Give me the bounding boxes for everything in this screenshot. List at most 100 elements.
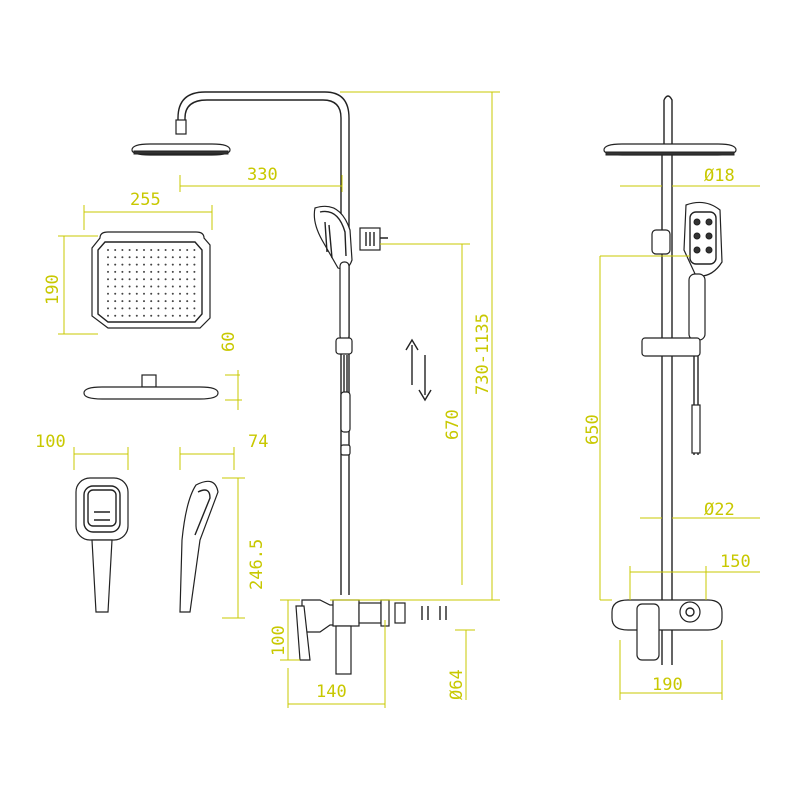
nozzle-dot: [143, 270, 145, 273]
nozzle-dot: [179, 249, 181, 251]
nozzle-dot: [179, 263, 181, 266]
nozzle-dot: [150, 314, 153, 317]
nozzle-dot: [164, 249, 167, 251]
nozzle-dot: [150, 300, 153, 303]
up-down-arrow-icon: [405, 338, 432, 402]
dim-total-height: 730-1135: [330, 91, 500, 601]
nozzle-dot: [179, 256, 181, 259]
nozzle-dot: [135, 307, 138, 310]
nozzle-dot: [135, 263, 138, 266]
nozzle-dot: [143, 263, 145, 266]
nozzle-dot: [143, 256, 145, 259]
svg-text:150: 150: [720, 552, 751, 572]
nozzle-dot: [107, 285, 109, 288]
nozzle-dot: [143, 292, 145, 295]
nozzle-dot: [107, 300, 109, 303]
nozzle-dot: [114, 278, 117, 281]
nozzle-dot: [186, 307, 189, 310]
nozzle-dot: [164, 314, 167, 317]
nozzle-dot: [179, 270, 181, 273]
nozzle-dot: [179, 292, 181, 295]
nozzle-dot: [164, 278, 167, 281]
nozzle-dot: [157, 256, 160, 259]
svg-text:60: 60: [219, 332, 239, 352]
nozzle-dot: [157, 263, 160, 266]
nozzle-dot: [135, 300, 138, 303]
nozzle-grid: [107, 249, 196, 317]
nozzle-dot: [164, 256, 167, 259]
dim-slider-travel: 670: [380, 243, 470, 585]
nozzle-dot: [121, 263, 124, 266]
nozzle-dot: [143, 285, 145, 288]
nozzle-dot: [107, 270, 109, 273]
nozzle-dot: [121, 285, 124, 288]
overhead-arm: [177, 91, 350, 595]
nozzle-dot: [114, 256, 117, 259]
nozzle-dot: [121, 292, 124, 295]
nozzle-dot: [143, 249, 145, 251]
nozzle-dot: [150, 256, 153, 259]
nozzle-dot: [135, 314, 138, 317]
nozzle-dot: [157, 278, 160, 281]
nozzle-dot: [128, 249, 131, 251]
nozzle-dot: [114, 249, 117, 251]
nozzle-dot: [179, 300, 181, 303]
nozzle-dot: [107, 292, 109, 295]
nozzle-dot: [171, 314, 174, 317]
svg-text:246.5: 246.5: [247, 539, 267, 590]
nozzle-dot: [171, 270, 174, 273]
nozzle-dot: [157, 249, 160, 251]
nozzle-dot: [193, 307, 196, 310]
nozzle-dot: [135, 285, 138, 288]
nozzle-dot: [164, 307, 167, 310]
nozzle-dot: [114, 285, 117, 288]
nozzle-dot: [128, 307, 131, 310]
dim-overhead-arm: 330: [179, 165, 343, 192]
hand-shower-front: 100: [35, 432, 129, 613]
svg-text:Ø18: Ø18: [704, 166, 735, 186]
nozzle-dot: [128, 285, 131, 288]
nozzle-dot: [186, 292, 189, 295]
nozzle-dot: [128, 278, 131, 281]
nozzle-dot: [121, 307, 124, 310]
nozzle-dot: [107, 278, 109, 281]
nozzle-dot: [157, 314, 160, 317]
nozzle-dot: [107, 263, 109, 266]
dim-mixer-depth: 140: [287, 620, 386, 708]
nozzle-dot: [186, 249, 189, 251]
nozzle-dot: [143, 307, 145, 310]
nozzle-dot: [121, 270, 124, 273]
nozzle-dot: [143, 314, 145, 317]
nozzle-dot: [193, 256, 196, 259]
nozzle-dot: [107, 307, 109, 310]
nozzle-dot: [157, 285, 160, 288]
nozzle-dot: [135, 249, 138, 251]
nozzle-dot: [186, 285, 189, 288]
nozzle-dot: [164, 270, 167, 273]
nozzle-dot: [186, 263, 189, 266]
nozzle-dot: [193, 314, 196, 317]
rain-head-profile: 60: [83, 332, 242, 410]
nozzle-dot: [179, 278, 181, 281]
nozzle-dot: [114, 300, 117, 303]
nozzle-dot: [164, 300, 167, 303]
nozzle-dot: [171, 285, 174, 288]
svg-text:Ø64: Ø64: [447, 669, 467, 700]
svg-text:100: 100: [35, 432, 66, 452]
nozzle-dot: [193, 292, 196, 295]
nozzle-dot: [114, 270, 117, 273]
nozzle-dot: [157, 292, 160, 295]
nozzle-dot: [135, 292, 138, 295]
nozzle-dot: [128, 292, 131, 295]
nozzle-dot: [193, 285, 196, 288]
nozzle-dot: [121, 278, 124, 281]
nozzle-dot: [164, 292, 167, 295]
nozzle-dot: [121, 249, 124, 251]
nozzle-dot: [150, 270, 153, 273]
nozzle-dot: [171, 307, 174, 310]
nozzle-dot: [135, 256, 138, 259]
nozzle-dot: [193, 249, 196, 251]
rain-head-side: [131, 119, 231, 156]
svg-text:330: 330: [247, 165, 278, 185]
nozzle-dot: [157, 300, 160, 303]
